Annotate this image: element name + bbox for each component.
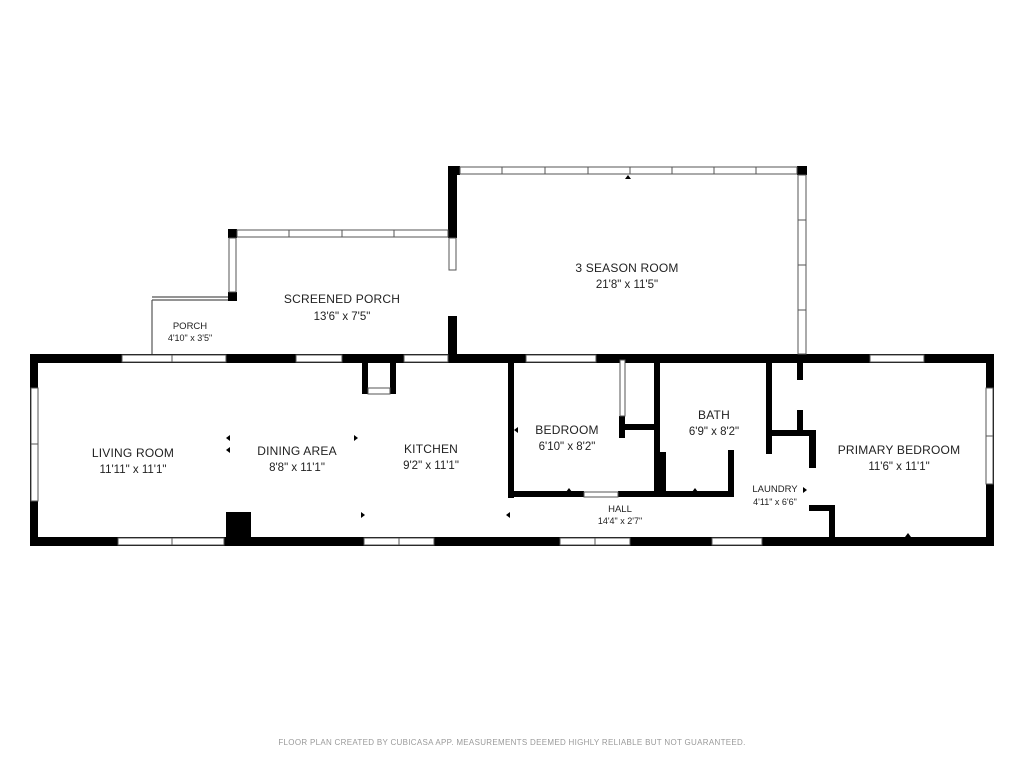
window bbox=[295, 354, 343, 363]
wall-season-left-top bbox=[448, 166, 457, 238]
room-name-primary: PRIMARY BEDROOM bbox=[838, 443, 961, 457]
wall-bedroom-bottom bbox=[508, 491, 584, 497]
room-dims-screened-porch: 13'6" x 7'5" bbox=[314, 311, 371, 323]
wall-kitchen-stub-right bbox=[390, 360, 396, 394]
wall-season-right-cap bbox=[797, 166, 807, 175]
room-name-bedroom: BEDROOM bbox=[535, 423, 598, 437]
door-gap bbox=[619, 359, 626, 417]
room-labels: 3 SEASON ROOM 21'8" x 11'5" SCREENED POR… bbox=[92, 261, 960, 526]
wall-laundry-stub2 bbox=[797, 410, 803, 430]
door-gap bbox=[583, 491, 619, 498]
wall-screened-corner bbox=[228, 229, 237, 238]
wall-laundry-right bbox=[809, 430, 816, 468]
wall-main-bottom bbox=[30, 537, 994, 546]
wall-bath-right bbox=[728, 450, 734, 497]
room-dims-bedroom: 6'10" x 8'2" bbox=[539, 441, 596, 453]
wall-laundry-corner-v bbox=[829, 505, 835, 541]
window bbox=[525, 354, 597, 363]
footer-disclaimer: FLOOR PLAN CREATED BY CUBICASA APP. MEAS… bbox=[278, 738, 745, 747]
wall-laundry-top bbox=[766, 430, 816, 436]
room-dims-porch: 4'10" x 3'5" bbox=[168, 333, 212, 343]
window-mullions bbox=[31, 167, 993, 545]
room-dims-laundry: 4'11" x 6'6" bbox=[753, 497, 797, 507]
room-name-dining: DINING AREA bbox=[257, 444, 337, 458]
window bbox=[711, 537, 763, 546]
wall-laundry-left bbox=[766, 360, 772, 454]
room-dims-living: 11'11" x 11'1" bbox=[100, 464, 167, 476]
room-dims-kitchen: 9'2" x 11'1" bbox=[403, 460, 459, 472]
window bbox=[117, 537, 225, 546]
room-name-porch: PORCH bbox=[173, 321, 207, 332]
wall-dining-pillar bbox=[226, 512, 251, 542]
wall-season-top-cap bbox=[448, 166, 460, 175]
wall-kitchen-stub-left bbox=[362, 360, 368, 394]
wall-bath-left bbox=[654, 360, 660, 497]
room-name-kitchen: KITCHEN bbox=[404, 442, 458, 456]
wall-season-left-bottom bbox=[448, 316, 457, 360]
window bbox=[403, 354, 449, 363]
wall-bedroom-closet-h bbox=[619, 424, 657, 430]
window bbox=[869, 354, 925, 363]
room-dims-hall: 14'4" x 2'7" bbox=[598, 516, 642, 526]
room-name-bath: BATH bbox=[698, 408, 730, 422]
window bbox=[459, 166, 798, 175]
wall-bedroom-left bbox=[508, 360, 514, 498]
room-dims-bath: 6'9" x 8'2" bbox=[689, 426, 739, 438]
wall-laundry-corner-h bbox=[809, 505, 835, 511]
room-name-screened-porch: SCREENED PORCH bbox=[284, 292, 400, 306]
window bbox=[448, 237, 457, 271]
wall-bath-block bbox=[654, 452, 666, 496]
room-name-living: LIVING ROOM bbox=[92, 446, 174, 460]
window bbox=[121, 354, 227, 363]
room-dims-dining: 8'8" x 11'1" bbox=[269, 462, 325, 474]
tick-marks bbox=[226, 175, 911, 537]
porch-rails bbox=[151, 296, 228, 354]
window bbox=[367, 387, 391, 395]
wall-main-top bbox=[30, 354, 994, 363]
room-dims-3-season: 21'8" x 11'5" bbox=[596, 279, 658, 291]
wall-bedroom-bottom-right bbox=[618, 491, 734, 497]
window bbox=[228, 237, 237, 293]
room-name-3-season: 3 SEASON ROOM bbox=[575, 261, 678, 275]
room-dims-primary: 11'6" x 11'1" bbox=[868, 461, 929, 473]
wall-screened-left-bottom bbox=[228, 292, 237, 301]
room-name-hall: HALL bbox=[608, 504, 632, 515]
wall-laundry-stub bbox=[797, 360, 803, 380]
room-name-laundry: LAUNDRY bbox=[752, 484, 798, 495]
